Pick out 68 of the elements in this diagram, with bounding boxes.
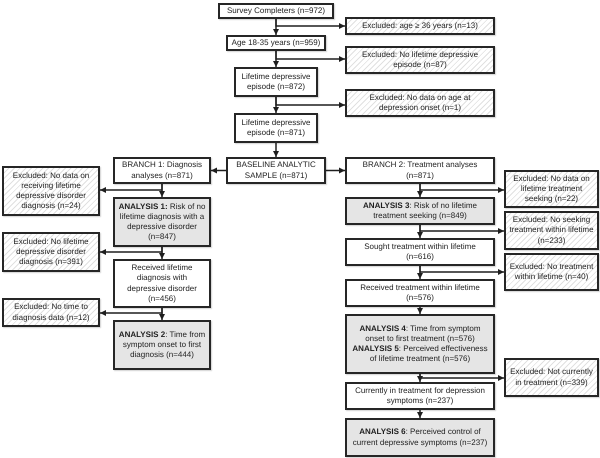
exclusion-box xyxy=(504,170,599,208)
step-label: Sought treatment within lifetime (n=616) xyxy=(363,242,477,262)
step-label: Lifetime depressive episode (n=872) xyxy=(240,72,312,92)
step-box xyxy=(234,67,318,97)
analysis-box xyxy=(113,320,211,370)
exclusion-box xyxy=(345,46,495,74)
step-box xyxy=(345,157,495,184)
arrow xyxy=(417,410,423,418)
exclusion-label: Excluded: No data on age at depression onset (n=1) xyxy=(368,92,472,114)
step-box xyxy=(345,382,495,410)
arrow xyxy=(100,184,163,193)
arrow xyxy=(419,225,504,234)
exclusion-label: Excluded: Not currently in treatment (n=339) xyxy=(509,367,594,388)
arrow xyxy=(419,266,504,275)
analysis-label: ANALYSIS 4: Time from symptom onset to first treatment (n=576) xyxy=(358,324,482,344)
step-label: BRANCH 2: Treatment analyses (n=871) xyxy=(362,160,478,181)
analysis-label: ANALYSIS 5: Perceived effectiveness of lifetime treatment (n=576) xyxy=(351,344,489,364)
step-label: Currently in treatment for depression symptoms (n=237) xyxy=(354,386,486,406)
arrow xyxy=(417,307,423,314)
exclusion-label: Excluded: No lifetime depressive episode (n=87) xyxy=(360,50,480,70)
arrow xyxy=(211,168,226,174)
analysis-label: ANALYSIS 2: Time from symptom onset to first diagnosis (n=444) xyxy=(118,330,206,360)
exclusion-label: Excluded: age ≥ 36 years (n=13) xyxy=(362,20,478,32)
step-box xyxy=(234,113,318,143)
arrow xyxy=(275,97,345,108)
analysis-box xyxy=(345,314,495,374)
exclusion-box xyxy=(504,211,599,250)
step-box xyxy=(218,3,334,19)
step-box xyxy=(345,238,495,266)
arrow xyxy=(100,308,163,316)
step-box xyxy=(226,35,326,51)
exclusion-label: Excluded: No time to diagnosis data (n=12) xyxy=(11,302,91,323)
exclusion-label: Excluded: No lifetime depressive disorder diagnosis (n=391) xyxy=(12,236,90,268)
exclusion-box xyxy=(2,166,100,216)
step-label: BRANCH 1: Diagnosis analyses (n=871) xyxy=(120,160,204,181)
analysis-box xyxy=(345,418,495,457)
arrow xyxy=(419,184,504,193)
exclusion-label: Excluded: No data on lifetime treatment seeking (n=22) xyxy=(512,174,591,204)
arrow xyxy=(273,143,279,157)
step-label: Lifetime depressive episode (n=871) xyxy=(240,118,312,138)
step-label: Survey Completers (n=972) xyxy=(226,6,326,16)
exclusion-box xyxy=(345,17,495,35)
exclusion-box xyxy=(504,358,599,397)
arrow xyxy=(275,19,345,29)
exclusion-label: Excluded: No treatment within lifetime (n=40) xyxy=(509,262,594,282)
analysis-label: ANALYSIS 1: Risk of no lifetime diagnosis with a depressive disorder (n=847) xyxy=(118,202,206,242)
exclusion-label: Excluded: No data on receiving lifetime depressive disorder diagnosis (n=24) xyxy=(12,170,90,212)
step-label: Age 18-35 years (n=959) xyxy=(232,38,320,48)
arrow xyxy=(326,168,345,174)
arrow xyxy=(275,51,345,62)
analysis-label: ANALYSIS 3: Risk of no lifetime treatment seeking (n=849) xyxy=(362,200,478,222)
exclusion-box xyxy=(345,89,495,117)
step-label: Received treatment within lifetime (n=576) xyxy=(359,282,481,304)
analysis-box xyxy=(345,197,495,225)
step-box xyxy=(113,259,211,308)
exclusion-label: Excluded: No seeking treatment within lifetime (n=233) xyxy=(509,215,594,246)
exclusion-box xyxy=(2,232,100,272)
arrow xyxy=(417,374,423,382)
exclusion-box xyxy=(2,298,100,327)
analysis-label: ANALYSIS 6: Perceived control of current depressive symptoms (n=237) xyxy=(352,427,488,448)
step-label: Received lifetime diagnosis with depressive disorder (n=456) xyxy=(126,263,198,304)
arrow xyxy=(100,247,163,255)
step-label: BASELINE ANALYTIC SAMPLE (n=871) xyxy=(235,160,317,181)
step-box xyxy=(345,279,495,307)
exclusion-box xyxy=(504,253,599,291)
step-box xyxy=(113,157,211,184)
arrow xyxy=(419,374,504,381)
step-box xyxy=(226,157,326,184)
